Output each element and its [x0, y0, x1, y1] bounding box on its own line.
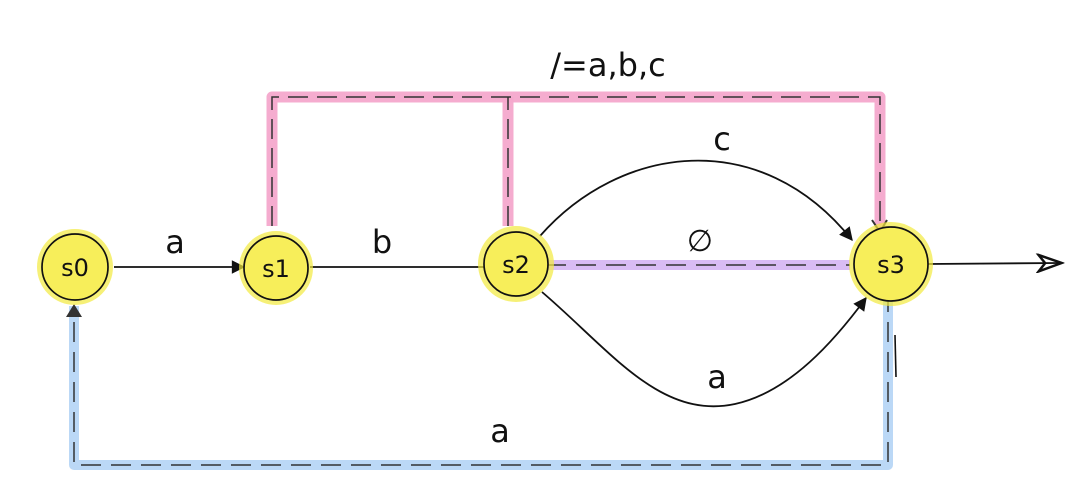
state-s2[interactable]: s2 — [478, 226, 554, 302]
state-s3[interactable]: s3 — [849, 222, 933, 306]
edge-s2-s3-top — [539, 159, 853, 242]
edge-label-s2-s3-top: c — [713, 120, 731, 158]
not-abc-transition-path — [266, 91, 888, 234]
exit-transition — [927, 263, 1060, 264]
return-transition-path — [66, 292, 893, 470]
not-abc-label: /=a,b,c — [550, 46, 665, 84]
edge-label-s3-s0: a — [490, 412, 510, 450]
state-s1[interactable]: s1 — [239, 231, 313, 305]
edge-s2-s3-bottom — [541, 291, 867, 408]
edge-label-s1-s2: b — [372, 223, 392, 261]
s3-small-tick — [894, 334, 897, 378]
state-s1-label: s1 — [262, 255, 290, 283]
edge-label-s0-s1: a — [165, 223, 185, 261]
state-s3-label: s3 — [877, 251, 905, 279]
state-s0[interactable]: s0 — [37, 229, 113, 305]
state-s2-label: s2 — [502, 251, 530, 279]
edge-label-s2-s3-mid: ∅ — [687, 224, 713, 259]
edge-label-s2-s3-bottom: a — [707, 358, 727, 396]
state-s0-label: s0 — [61, 254, 89, 282]
